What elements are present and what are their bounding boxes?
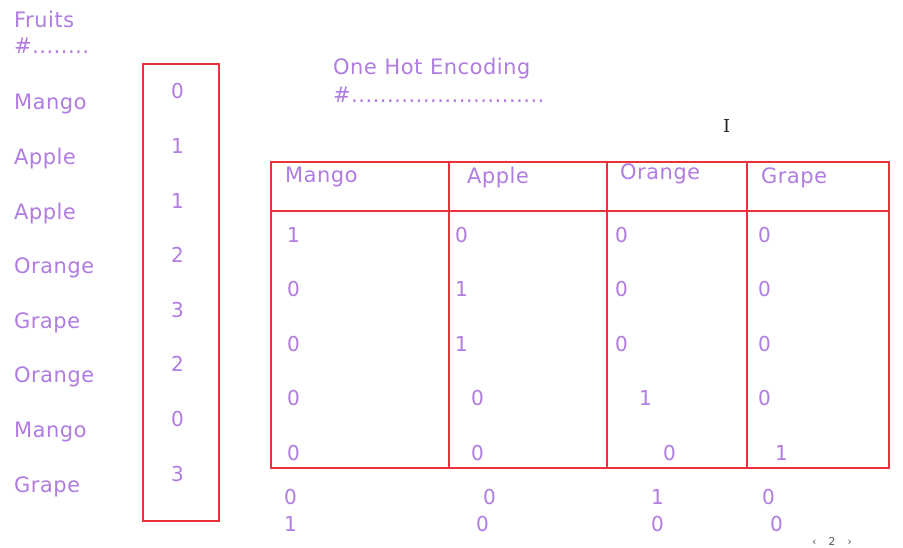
ohe-cell: 0 <box>758 223 771 247</box>
ohe-cell: 0 <box>287 441 300 465</box>
fruit-item: Grape <box>14 473 81 497</box>
ohe-cell: 0 <box>455 223 468 247</box>
fruit-item: Mango <box>14 90 87 114</box>
fruit-item: Grape <box>14 309 81 333</box>
extra-cell: 1 <box>284 512 297 536</box>
label-value: 1 <box>171 189 184 213</box>
ohe-cell: 0 <box>758 332 771 356</box>
next-page-icon[interactable]: › <box>847 535 852 548</box>
ohe-cell: 1 <box>455 277 468 301</box>
text-cursor-icon: I <box>723 116 731 137</box>
ohe-table <box>270 161 890 469</box>
ohe-cell: 0 <box>471 441 484 465</box>
ohe-title: One Hot Encoding <box>333 55 531 79</box>
page-navigator: ‹ 2 › <box>812 535 864 548</box>
ohe-cell: 0 <box>287 386 300 410</box>
fruit-item: Orange <box>14 254 95 278</box>
extra-cell: 0 <box>284 485 297 509</box>
extra-cell: 1 <box>651 485 664 509</box>
ohe-cell: 1 <box>639 386 652 410</box>
ohe-cell: 0 <box>615 277 628 301</box>
ohe-cell: 0 <box>471 386 484 410</box>
label-encoding-box <box>142 63 220 522</box>
ohe-col-divider <box>746 161 748 469</box>
ohe-cell: 0 <box>615 223 628 247</box>
ohe-cell: 0 <box>758 386 771 410</box>
fruits-heading: Fruits <box>14 8 75 32</box>
label-value: 3 <box>171 298 184 322</box>
ohe-header: Mango <box>285 163 358 187</box>
ohe-cell: 0 <box>758 277 771 301</box>
fruits-hash: #........ <box>14 34 90 58</box>
ohe-col-divider <box>606 161 608 469</box>
label-value: 0 <box>171 79 184 103</box>
label-value: 1 <box>171 134 184 158</box>
extra-cell: 0 <box>651 512 664 536</box>
label-value: 2 <box>171 352 184 376</box>
ohe-cell: 0 <box>615 332 628 356</box>
fruit-item: Apple <box>14 200 77 224</box>
ohe-header: Orange <box>620 160 701 184</box>
extra-cell: 0 <box>476 512 489 536</box>
ohe-cell: 0 <box>663 441 676 465</box>
ohe-col-divider <box>448 161 450 469</box>
label-value: 3 <box>171 462 184 486</box>
ohe-cell: 1 <box>455 332 468 356</box>
extra-cell: 0 <box>770 512 783 536</box>
extra-cell: 0 <box>483 485 496 509</box>
ohe-header: Apple <box>467 164 530 188</box>
prev-page-icon[interactable]: ‹ <box>812 535 817 548</box>
ohe-cell: 1 <box>775 441 788 465</box>
label-value: 0 <box>171 407 184 431</box>
label-value: 2 <box>171 243 184 267</box>
page-number: 2 <box>828 535 836 548</box>
fruit-item: Orange <box>14 363 95 387</box>
fruit-item: Apple <box>14 145 77 169</box>
fruit-item: Mango <box>14 418 87 442</box>
ohe-header-divider <box>270 210 890 212</box>
extra-cell: 0 <box>762 485 775 509</box>
ohe-header: Grape <box>761 164 828 188</box>
ohe-cell: 1 <box>287 223 300 247</box>
ohe-hash: #........................... <box>333 83 545 107</box>
ohe-cell: 0 <box>287 277 300 301</box>
ohe-cell: 0 <box>287 332 300 356</box>
